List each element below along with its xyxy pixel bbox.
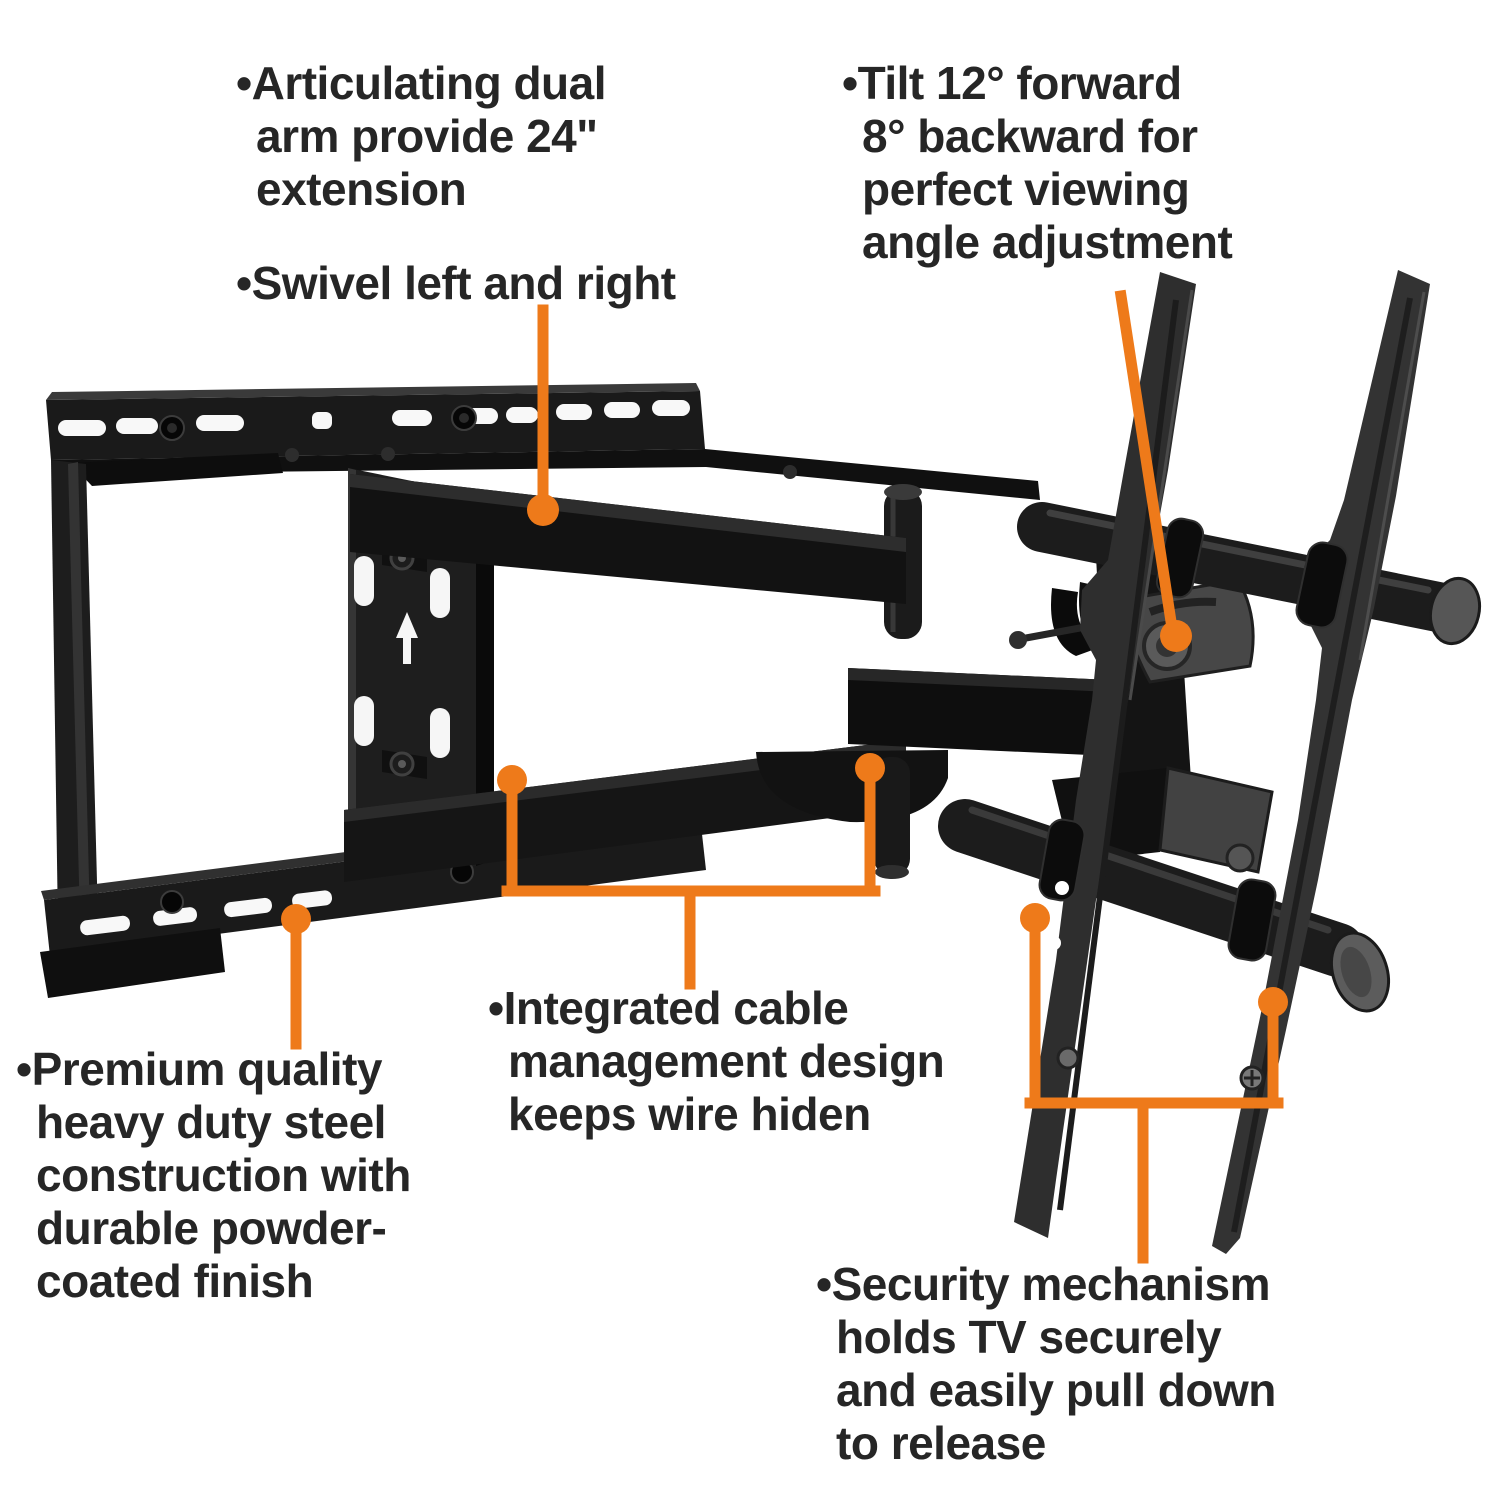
callout-text-line: arm provide 24": [256, 110, 598, 162]
vesa-slot-cutouts: [354, 556, 450, 758]
callout-premium-steel: •Premium quality heavy duty steel constr…: [16, 1043, 411, 1308]
articulating-arms: [344, 474, 1155, 882]
callout-cable-management: •Integrated cable management design keep…: [488, 982, 945, 1141]
callout-text-line: 8° backward for: [862, 110, 1198, 162]
callout-text-line: •Swivel left and right: [236, 257, 676, 309]
callout-line-cable: [497, 753, 885, 990]
callout-lines: [281, 289, 1288, 1264]
callout-text-line: •Integrated cable: [488, 982, 849, 1034]
crossbars: [938, 502, 1482, 1013]
callout-text-line: angle adjustment: [862, 216, 1233, 268]
callout-swivel: •Swivel left and right: [236, 257, 676, 310]
callout-line-swivel: [527, 304, 559, 526]
upper-arm: [350, 474, 906, 604]
upper-crossbar-endcap: [1428, 576, 1482, 646]
callout-text-line: to release: [836, 1417, 1046, 1469]
callout-text-line: and easily pull down: [836, 1364, 1276, 1416]
callout-text-line: extension: [256, 163, 467, 215]
callout-line-tilt: [1114, 289, 1192, 652]
callout-security-mechanism: •Security mechanism holds TV securely an…: [816, 1258, 1276, 1470]
callout-tilt: •Tilt 12° forward 8° backward for perfec…: [842, 57, 1233, 269]
callout-text-line: coated finish: [36, 1255, 314, 1307]
callout-text-line: durable powder-: [36, 1202, 387, 1254]
callout-text-line: management design: [508, 1035, 945, 1087]
callout-text-line: heavy duty steel: [36, 1096, 386, 1148]
up-arrow-cutout: [396, 612, 418, 664]
callout-text-line: •Security mechanism: [816, 1258, 1271, 1310]
callout-line-premium: [281, 904, 311, 1050]
bracket-hardware: [1047, 881, 1265, 1091]
callout-text-line: construction with: [36, 1149, 411, 1201]
callout-line-security: [1020, 903, 1288, 1264]
callout-text-line: •Premium quality: [16, 1043, 382, 1095]
callout-articulating-arm: •Articulating dual arm provide 24" exten…: [236, 57, 607, 216]
callout-text-line: •Tilt 12° forward: [842, 57, 1182, 109]
callout-text-line: holds TV securely: [836, 1311, 1222, 1363]
callout-text-line: •Articulating dual: [236, 57, 607, 109]
lower-pivot-post: [874, 757, 910, 875]
callout-text-line: keeps wire hiden: [508, 1088, 871, 1140]
lower-crossbar: [938, 799, 1365, 977]
callout-text-line: perfect viewing: [862, 163, 1190, 215]
